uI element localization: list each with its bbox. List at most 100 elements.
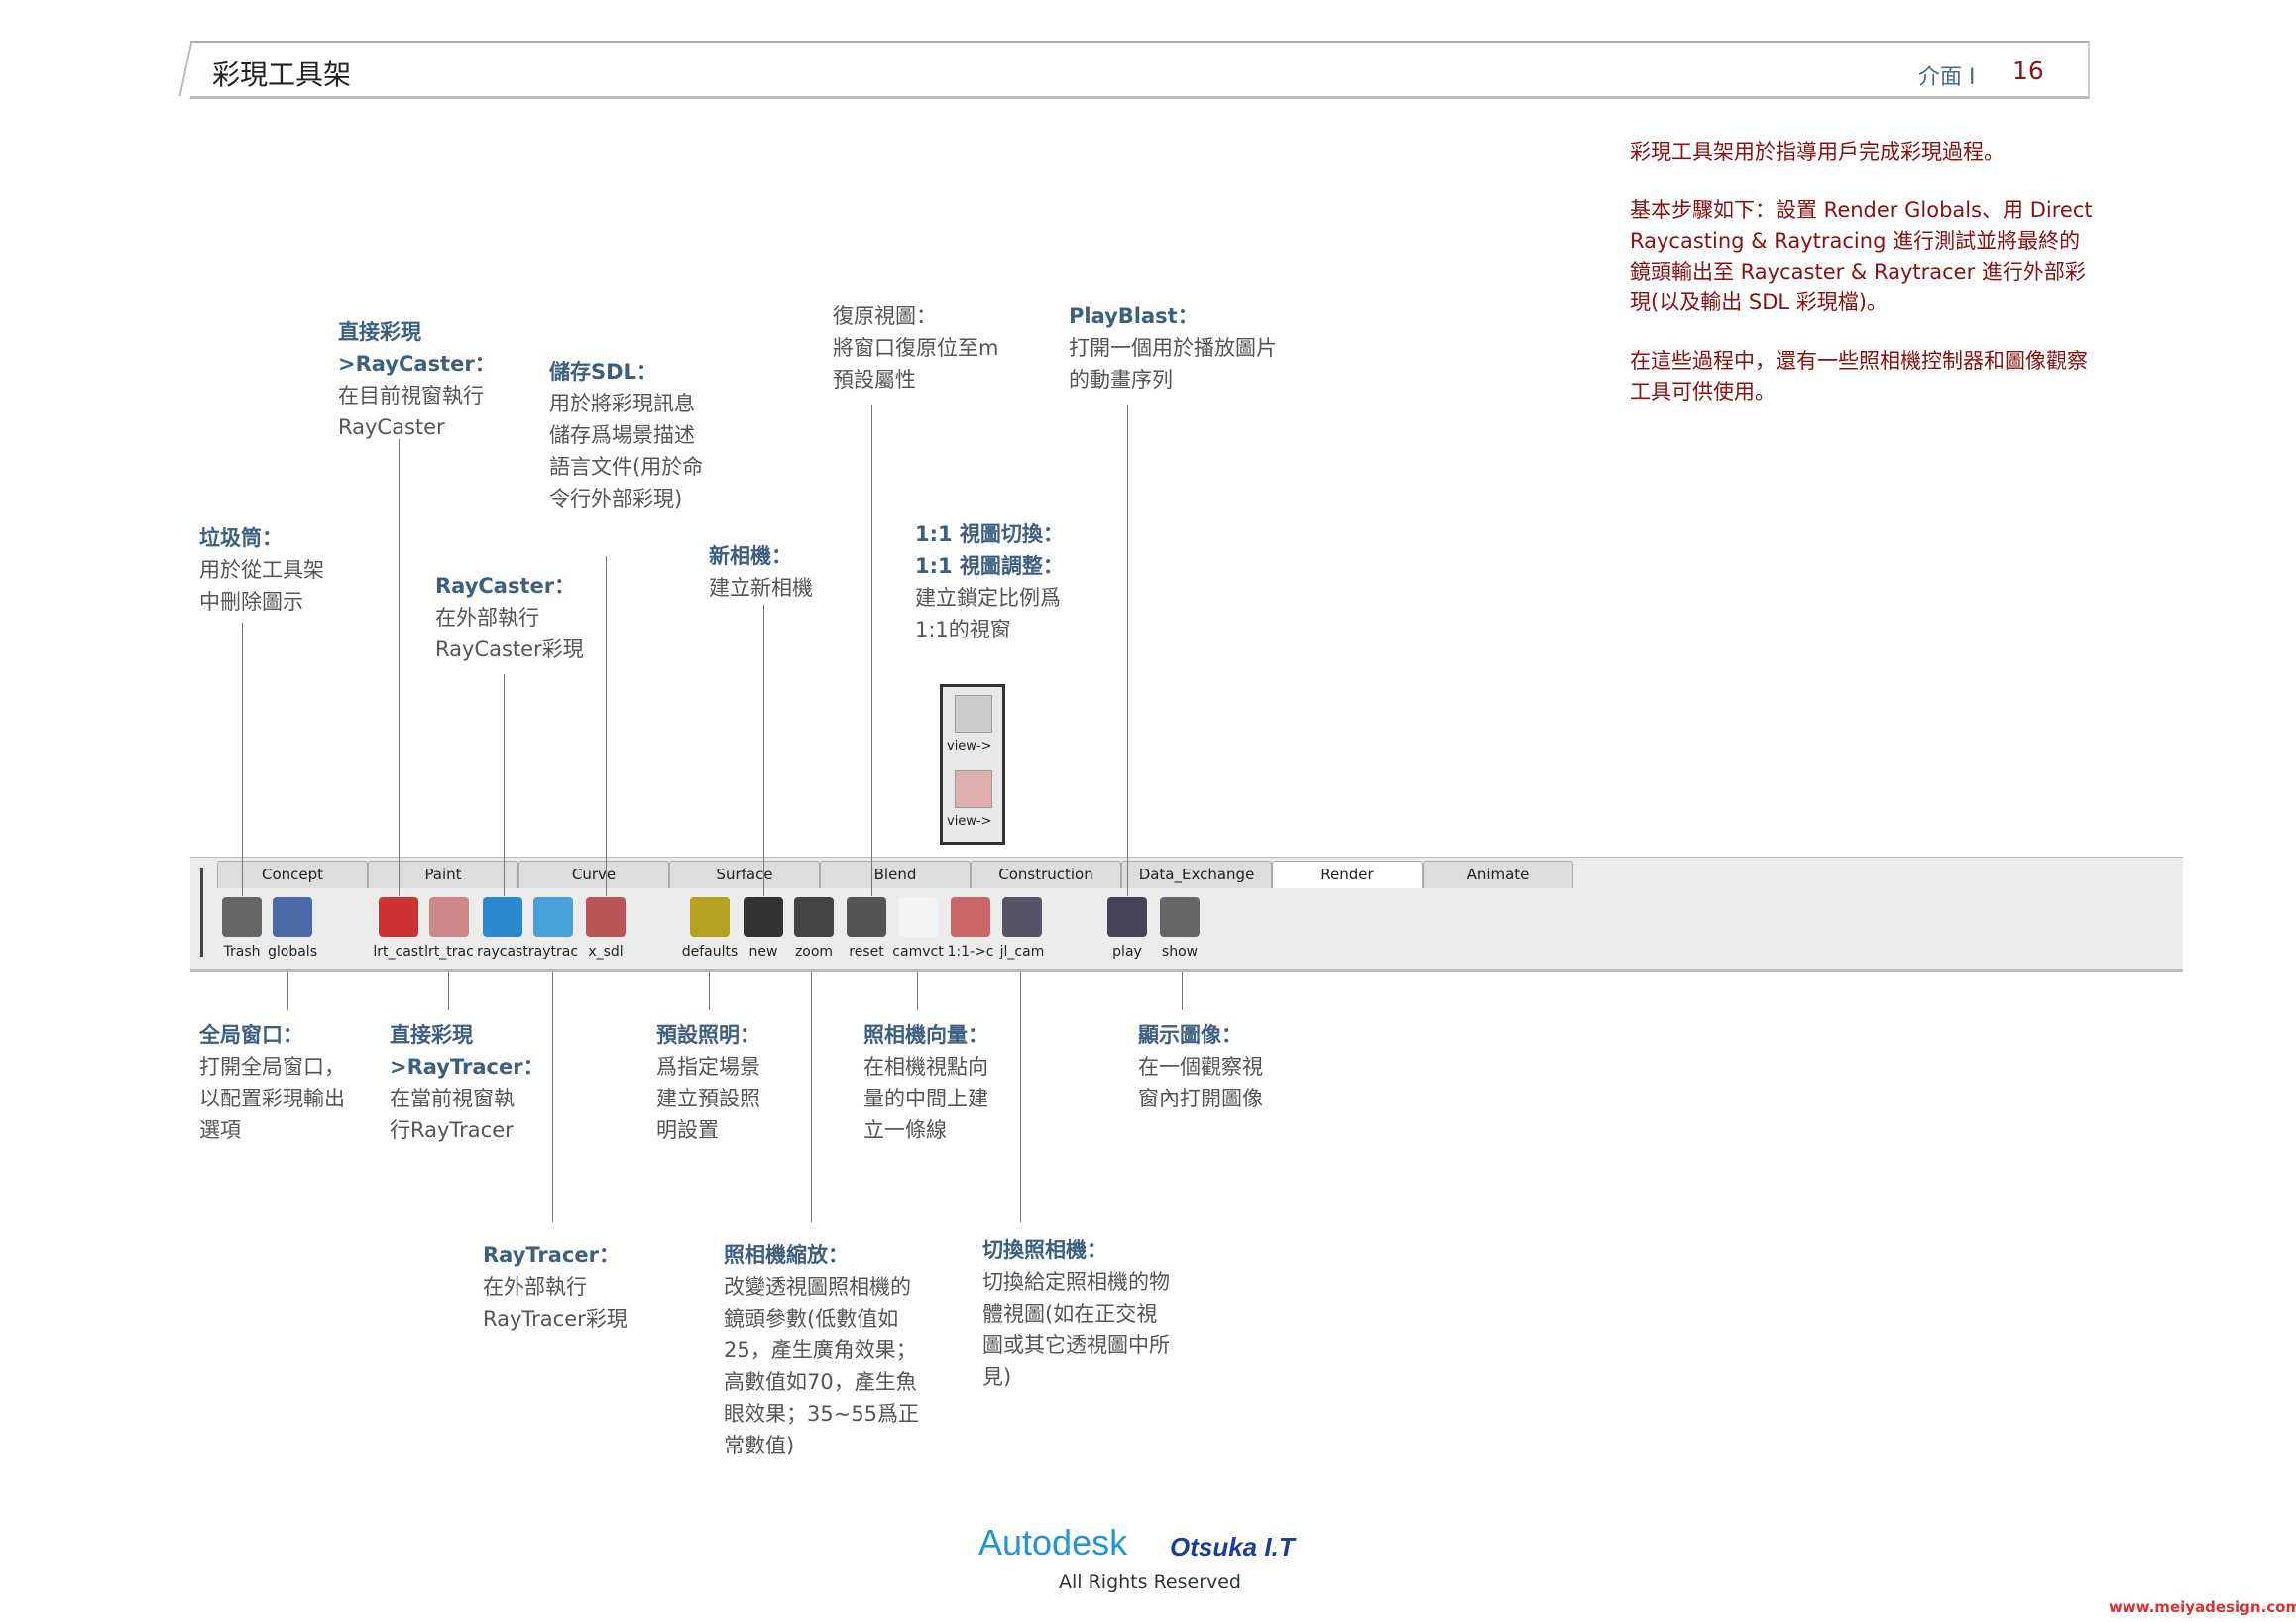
annotation-text: 建立新相機 — [709, 576, 813, 600]
x-sdl-icon[interactable] — [586, 897, 626, 937]
annotation-heading: 新相機： — [709, 544, 792, 568]
annotation-text: 爲指定場景 — [656, 1055, 760, 1079]
annotation-text: 高數值如70，產生魚 — [724, 1370, 917, 1394]
annotation-text: 在外部執行 — [483, 1275, 587, 1299]
annotation-text: 用於從工具架 — [199, 558, 324, 582]
tab-concept[interactable]: Concept — [217, 861, 368, 888]
leader-line — [1020, 972, 1021, 1222]
annotation-text: 用於將彩現訊息 — [549, 392, 695, 415]
annotation-text: 量的中間上建 — [863, 1087, 988, 1110]
annotation-text: 中刪除圖示 — [199, 590, 303, 614]
zoom-camera-icon[interactable] — [794, 897, 834, 937]
tab-construction[interactable]: Construction — [971, 861, 1121, 888]
annotation-text: 窗內打開圖像 — [1138, 1087, 1263, 1110]
one-to-one-popup[interactable]: view-> view-> — [940, 684, 1005, 845]
annotation-show-image: 顯示圖像：在一個觀察視窗內打開圖像 — [1138, 1019, 1263, 1114]
intro-paragraph: 彩現工具架用於指導用戶完成彩現過程。 — [1630, 140, 2005, 164]
annotation-text: 常數值) — [724, 1434, 795, 1457]
lrt-trac-icon[interactable] — [429, 897, 469, 937]
annotation-default-light: 預設照明：爲指定場景建立預設照明設置 — [656, 1019, 760, 1146]
tab-curve[interactable]: Curve — [518, 861, 669, 888]
annotation-text: 在當前視窗執 — [390, 1087, 515, 1110]
tab-surface[interactable]: Surface — [669, 861, 820, 888]
view-icon[interactable] — [955, 695, 992, 733]
trash-icon[interactable] — [222, 897, 262, 937]
tab-render[interactable]: Render — [1272, 861, 1423, 888]
annotation-text: 在外部執行 — [435, 606, 539, 630]
lrt-cast-icon[interactable] — [379, 897, 418, 937]
annotation-heading: 直接彩現 — [338, 320, 421, 344]
popup-label: view-> — [947, 739, 992, 753]
leader-line — [242, 623, 243, 896]
leader-line — [811, 972, 812, 1222]
leader-line — [763, 605, 764, 896]
raycast-icon[interactable] — [483, 897, 522, 937]
jl-cam-label: jl_cam — [999, 944, 1045, 960]
page-number: 16 — [2012, 57, 2044, 85]
globals-icon[interactable] — [273, 897, 312, 937]
section-label: 介面 I — [1918, 65, 1976, 90]
annotation-switch-camera: 切換照相機：切換給定照相機的物體視圖(如在正交視圖或其它透視圖中所見) — [982, 1234, 1170, 1393]
x-sdl-label: x_sdl — [588, 944, 624, 960]
show-icon[interactable] — [1160, 897, 1200, 937]
play-label: play — [1112, 944, 1142, 960]
defaults-icon[interactable] — [690, 897, 730, 937]
tab-paint[interactable]: Paint — [368, 861, 518, 888]
annotation-text: 建立預設照 — [656, 1087, 760, 1110]
annotation-text: 1:1的視窗 — [915, 618, 1011, 641]
leader-line — [709, 972, 710, 1010]
leader-line — [1127, 405, 1128, 896]
annotation-text: 切換給定照相機的物 — [982, 1270, 1170, 1294]
lrt-trac-label: lrt_trac — [424, 944, 474, 960]
annotation-new-camera: 新相機： 建立新相機 — [709, 540, 813, 604]
jl-cam-icon[interactable] — [1002, 897, 1042, 937]
tab-blend[interactable]: Blend — [820, 861, 971, 888]
annotation-heading: 照相機向量： — [863, 1023, 988, 1047]
annotation-heading: >RayCaster： — [338, 352, 496, 376]
rights-text: All Rights Reserved — [1059, 1571, 1241, 1593]
raytrac-icon[interactable] — [533, 897, 573, 937]
watermark: www.meiyadesign.com — [2109, 1598, 2296, 1616]
annotation-globals: 全局窗口：打開全局窗口，以配置彩現輸出選項 — [199, 1019, 345, 1146]
annotation-text: 選項 — [199, 1118, 241, 1142]
annotation-heading: >RayTracer： — [390, 1055, 544, 1079]
annotation-text: 的動畫序列 — [1069, 368, 1173, 392]
leader-line — [871, 405, 872, 896]
intro-paragraph: 基本步驟如下：設置 Render Globals、用 Direct Raycas… — [1630, 198, 2093, 314]
annotation-text: 預設屬性 — [833, 368, 916, 392]
raytrac-label: raytrac — [527, 944, 579, 960]
reset-label: reset — [849, 944, 884, 960]
annotation-text: 令行外部彩現) — [549, 487, 683, 511]
annotation-save-sdl: 儲存SDL：用於將彩現訊息儲存爲場景描述語言文件(用於命令行外部彩現) — [549, 356, 703, 515]
annotation-text: 儲存爲場景描述 — [549, 423, 695, 447]
annotation-text: 鏡頭參數(低數值如 — [724, 1307, 899, 1331]
reset-icon[interactable] — [847, 897, 886, 937]
tab-data_exchange[interactable]: Data_Exchange — [1121, 861, 1272, 888]
show-label: show — [1161, 944, 1199, 960]
annotation-camera-vector: 照相機向量：在相機視點向量的中間上建立一條線 — [863, 1019, 988, 1146]
camvct-icon[interactable] — [898, 897, 938, 937]
view-icon[interactable] — [955, 770, 992, 808]
tab-animate[interactable]: Animate — [1423, 861, 1573, 888]
annotation-heading: 1:1 視圖切換： — [915, 522, 1064, 546]
new-camera-icon[interactable] — [744, 897, 783, 937]
shelf-edge — [200, 868, 203, 957]
annotation-heading: RayTracer： — [483, 1243, 620, 1267]
one-to-one-icon[interactable] — [951, 897, 990, 937]
play-icon[interactable] — [1107, 897, 1147, 937]
annotation-heading: 切換照相機： — [982, 1238, 1107, 1262]
new-camera-label: new — [748, 944, 778, 960]
annotation-heading: PlayBlast： — [1069, 304, 1199, 328]
leader-line — [1182, 972, 1183, 1010]
otsuka-logo: Otsuka I.T — [1170, 1532, 1295, 1562]
annotation-text: 體視圖(如在正交視 — [982, 1302, 1158, 1326]
page-title: 彩現工具架 — [212, 58, 352, 91]
defaults-label: defaults — [681, 944, 739, 960]
annotation-text: 明設置 — [656, 1118, 719, 1142]
annotation-text: 打開全局窗口， — [199, 1055, 345, 1079]
leader-line — [287, 972, 288, 1010]
